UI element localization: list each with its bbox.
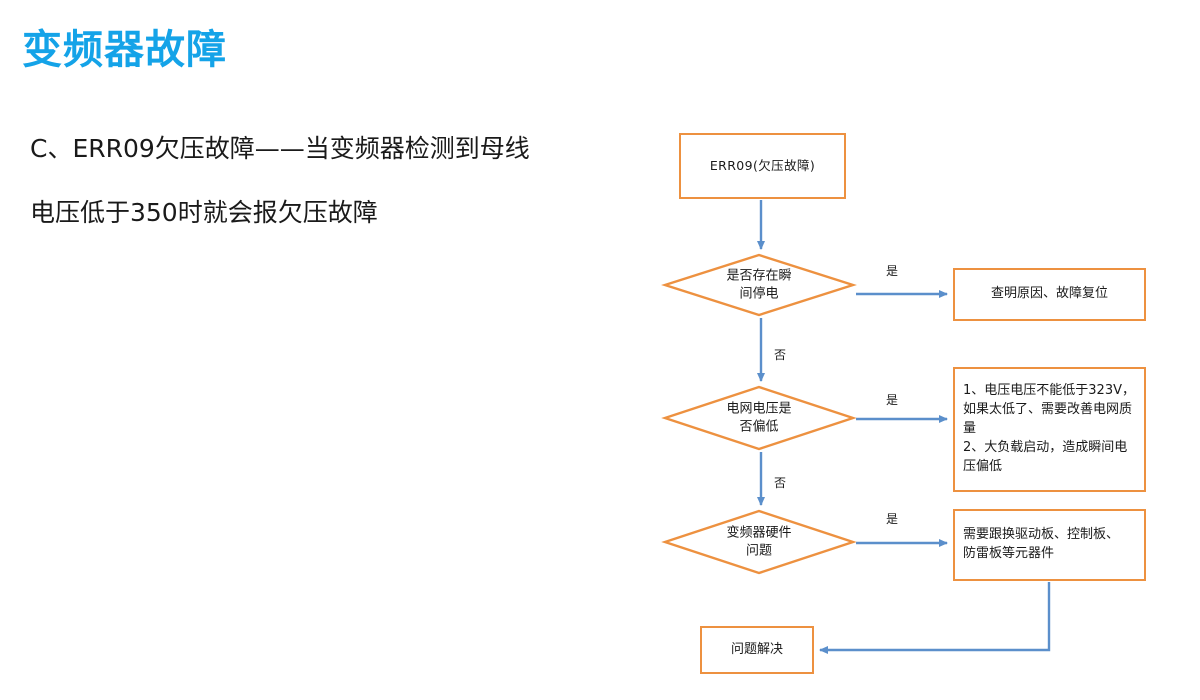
node-hardware-replacement-advice-label: 需要跟换驱动板、控制板、 防雷板等元器件 (963, 527, 1120, 561)
node-err09-start-label: ERR09(欠压故障) (709, 157, 816, 173)
node-question-low-grid-voltage[interactable]: 电网电压是 否偏低 (661, 385, 857, 451)
node-grid-voltage-advice[interactable]: 1、电压电压不能低于323V， 如果太低了、需要改善电网质 量 2、大负载启动，… (953, 367, 1146, 492)
node-err09-start[interactable]: ERR09(欠压故障) (679, 133, 846, 199)
page-title: 变频器故障 (22, 27, 227, 73)
node-question-low-grid-voltage-label: 电网电压是 否偏低 (726, 401, 792, 434)
edge-label-yes-hardware-fault: 是 (886, 512, 899, 526)
edge-label-no-low-grid-voltage: 否 (774, 476, 787, 490)
node-check-cause-label: 查明原因、故障复位 (990, 286, 1108, 302)
body-text-block: C、ERR09欠压故障——当变频器检测到母线 电压低于350时就会报欠压故障 (30, 134, 660, 265)
node-question-hardware-fault[interactable]: 变频器硬件 问题 (661, 509, 857, 575)
node-problem-resolved[interactable]: 问题解决 (700, 626, 814, 674)
edge-label-no-blackout: 否 (774, 348, 787, 362)
node-hardware-replacement-advice[interactable]: 需要跟换驱动板、控制板、 防雷板等元器件 (953, 509, 1146, 581)
node-check-cause[interactable]: 查明原因、故障复位 (953, 268, 1146, 321)
node-question-blackout[interactable]: 是否存在瞬 间停电 (661, 253, 857, 317)
diamond-shape-blackout (661, 253, 857, 317)
node-question-blackout-label: 是否存在瞬 间停电 (726, 268, 792, 301)
body-text-line-1: C、ERR09欠压故障——当变频器检测到母线 (30, 134, 530, 163)
diamond-shape-hardware-fault (661, 509, 857, 575)
node-grid-voltage-advice-label: 1、电压电压不能低于323V， 如果太低了、需要改善电网质 量 2、大负载启动，… (963, 383, 1135, 474)
edge-hw-advice-to-resolved (819, 582, 1051, 654)
body-text-line-2: 电压低于350时就会报欠压故障 (30, 198, 378, 228)
diamond-shape-low-grid-voltage (661, 385, 857, 451)
node-question-hardware-fault-label: 变频器硬件 问题 (726, 525, 792, 558)
edge-label-yes-blackout: 是 (886, 264, 899, 278)
node-problem-resolved-label: 问题解决 (730, 641, 783, 657)
edge-label-yes-low-grid-voltage: 是 (886, 393, 899, 407)
